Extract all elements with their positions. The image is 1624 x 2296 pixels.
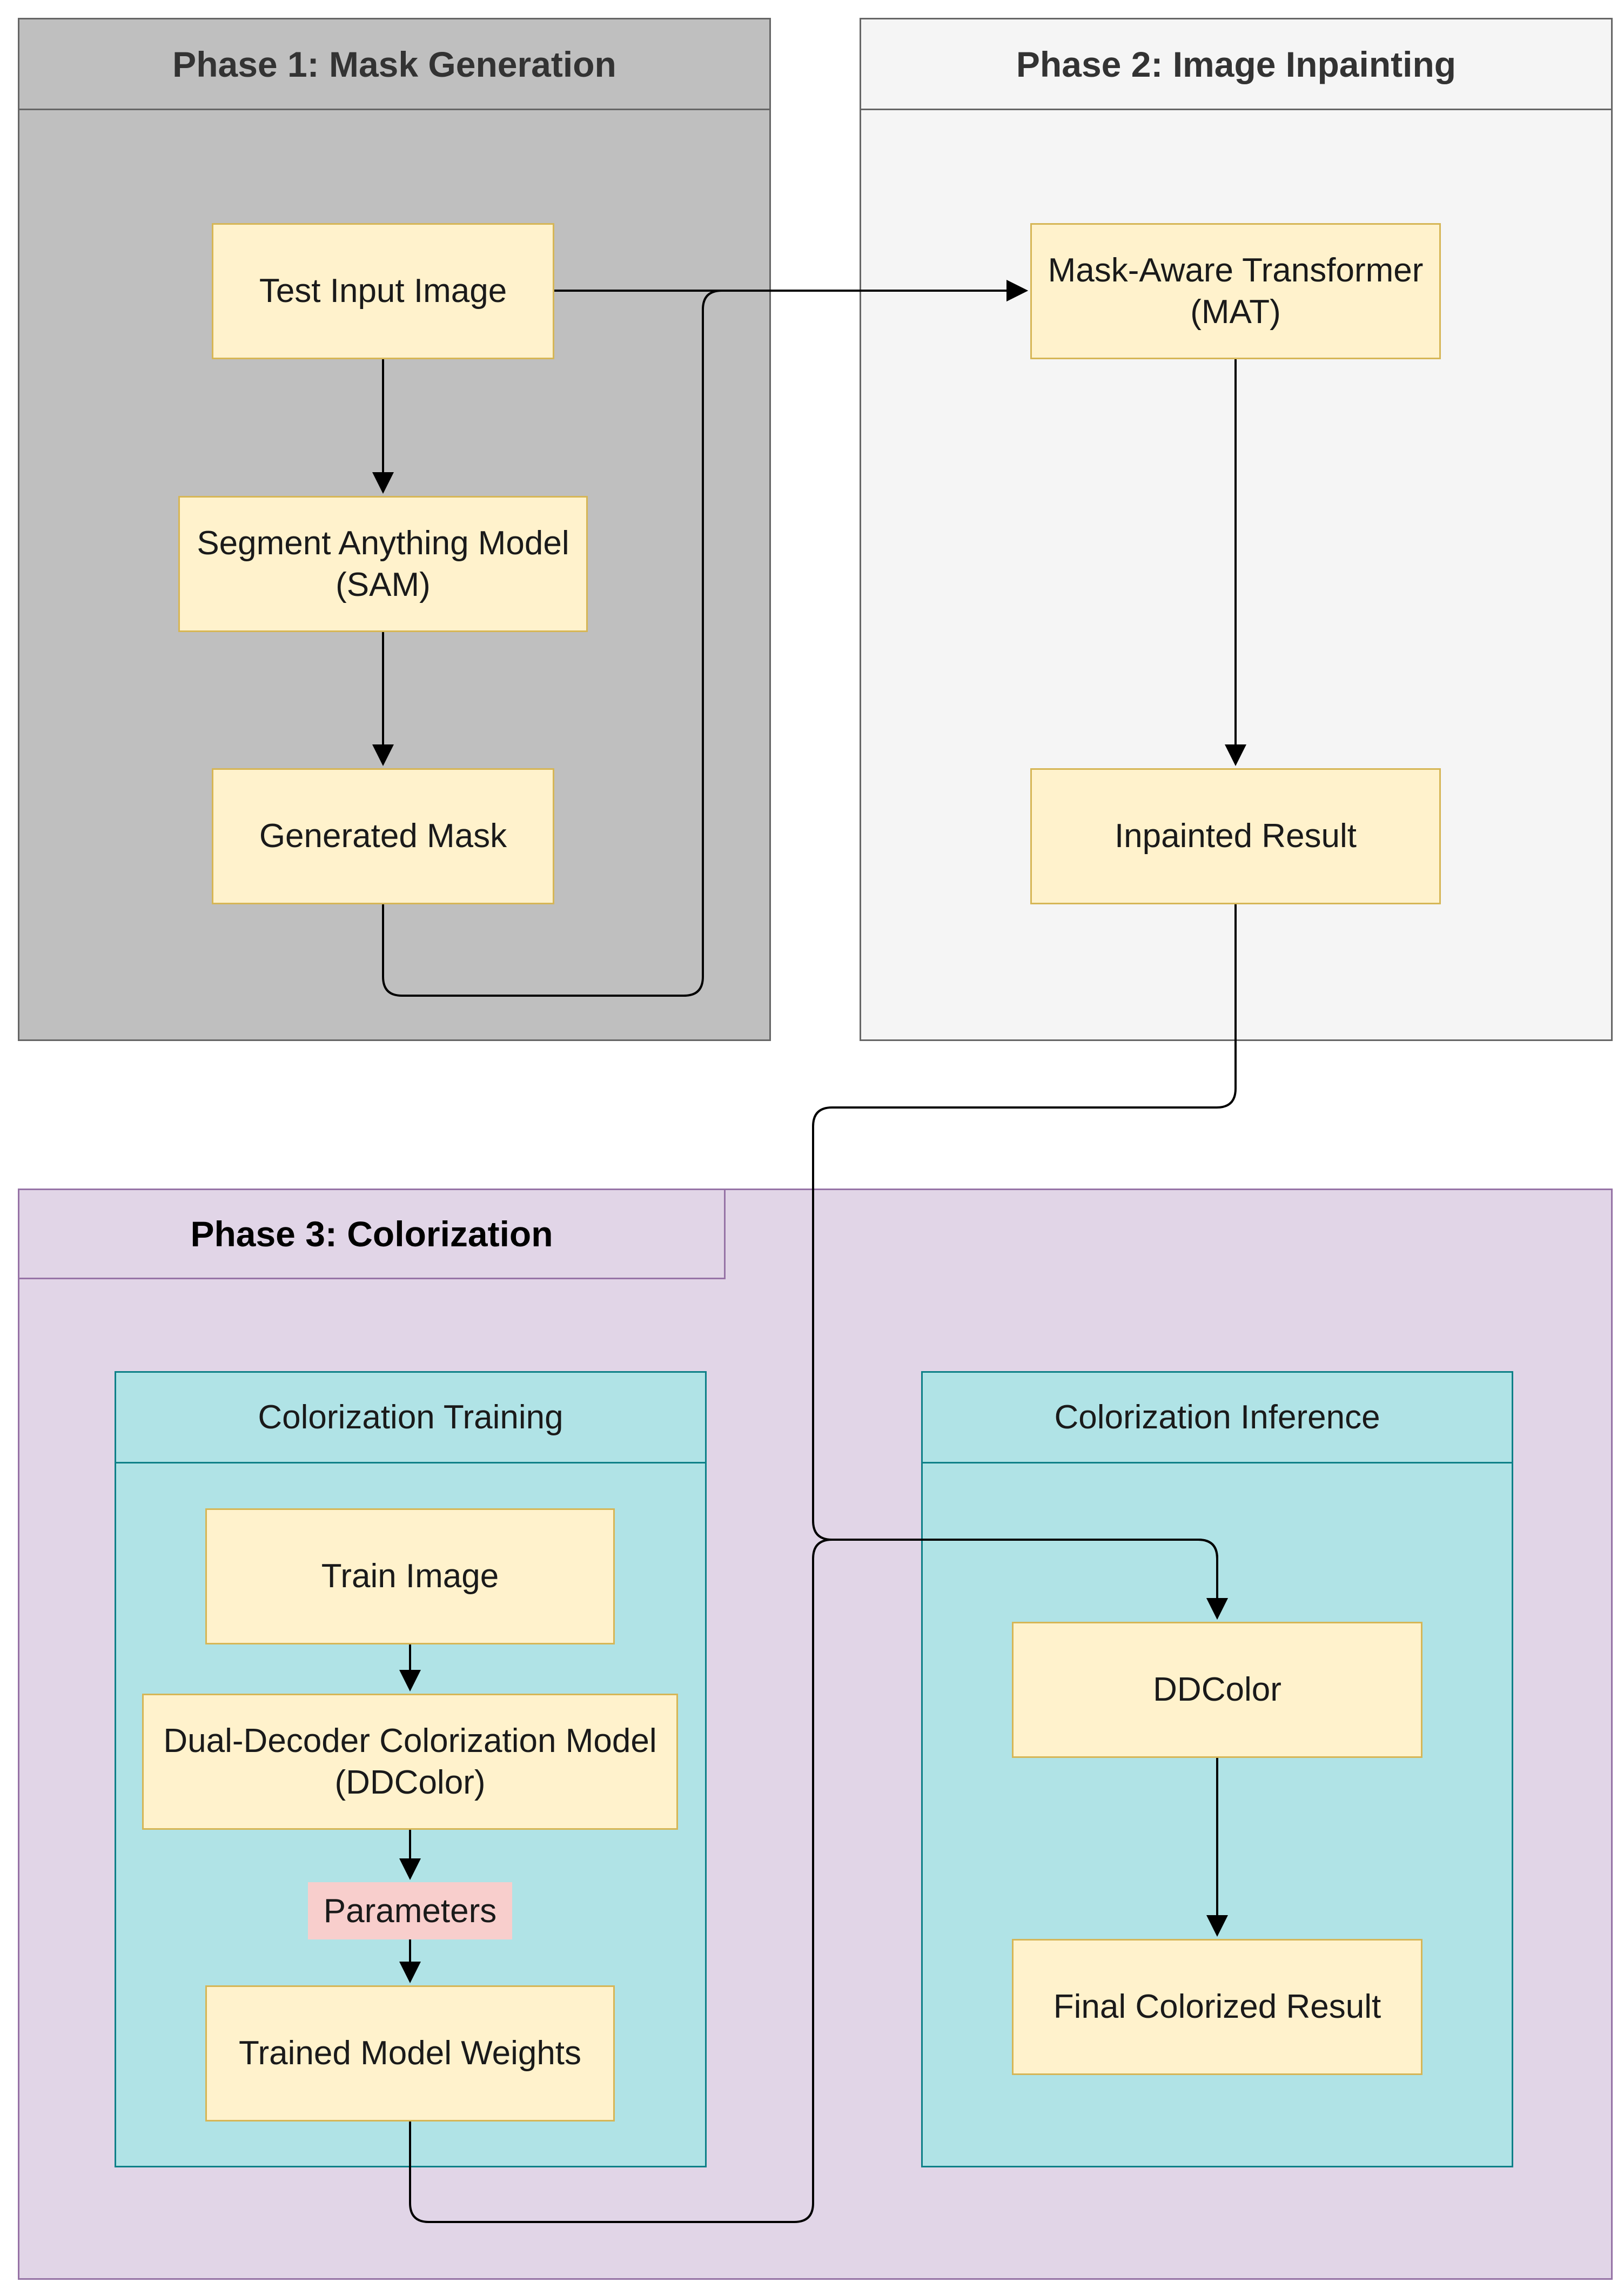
edge-mask-to-mat [382, 280, 1028, 997]
generated-mask-node: Generated Mask [212, 768, 554, 904]
colorization-inference-title: Colorization Inference [923, 1373, 1512, 1463]
parameters-label: Parameters [308, 1882, 512, 1939]
final-colorized-result-node: Final Colorized Result [1012, 1939, 1422, 2075]
trained-model-weights-node: Trained Model Weights [205, 1985, 615, 2122]
phase-1-title: Phase 1: Mask Generation [19, 19, 769, 110]
phase-2-title: Phase 2: Image Inpainting [861, 19, 1611, 110]
edge-inpainted-to-ddcolor [812, 904, 1237, 1620]
ddcolor-model-node: Dual-Decoder Colorization Model (DDColor… [142, 1694, 678, 1830]
mat-node: Mask-Aware Transformer (MAT) [1030, 223, 1441, 359]
sam-node: Segment Anything Model (SAM) [178, 496, 588, 632]
colorization-training-title: Colorization Training [116, 1373, 705, 1463]
phase-3-title: Phase 3: Colorization [18, 1189, 726, 1279]
edge-weights-to-ddcolor [409, 1539, 1228, 2223]
train-image-node: Train Image [205, 1508, 615, 1644]
inpainted-result-node: Inpainted Result [1030, 768, 1441, 904]
ddcolor-node: DDColor [1012, 1622, 1422, 1758]
test-input-image-node: Test Input Image [212, 223, 554, 359]
